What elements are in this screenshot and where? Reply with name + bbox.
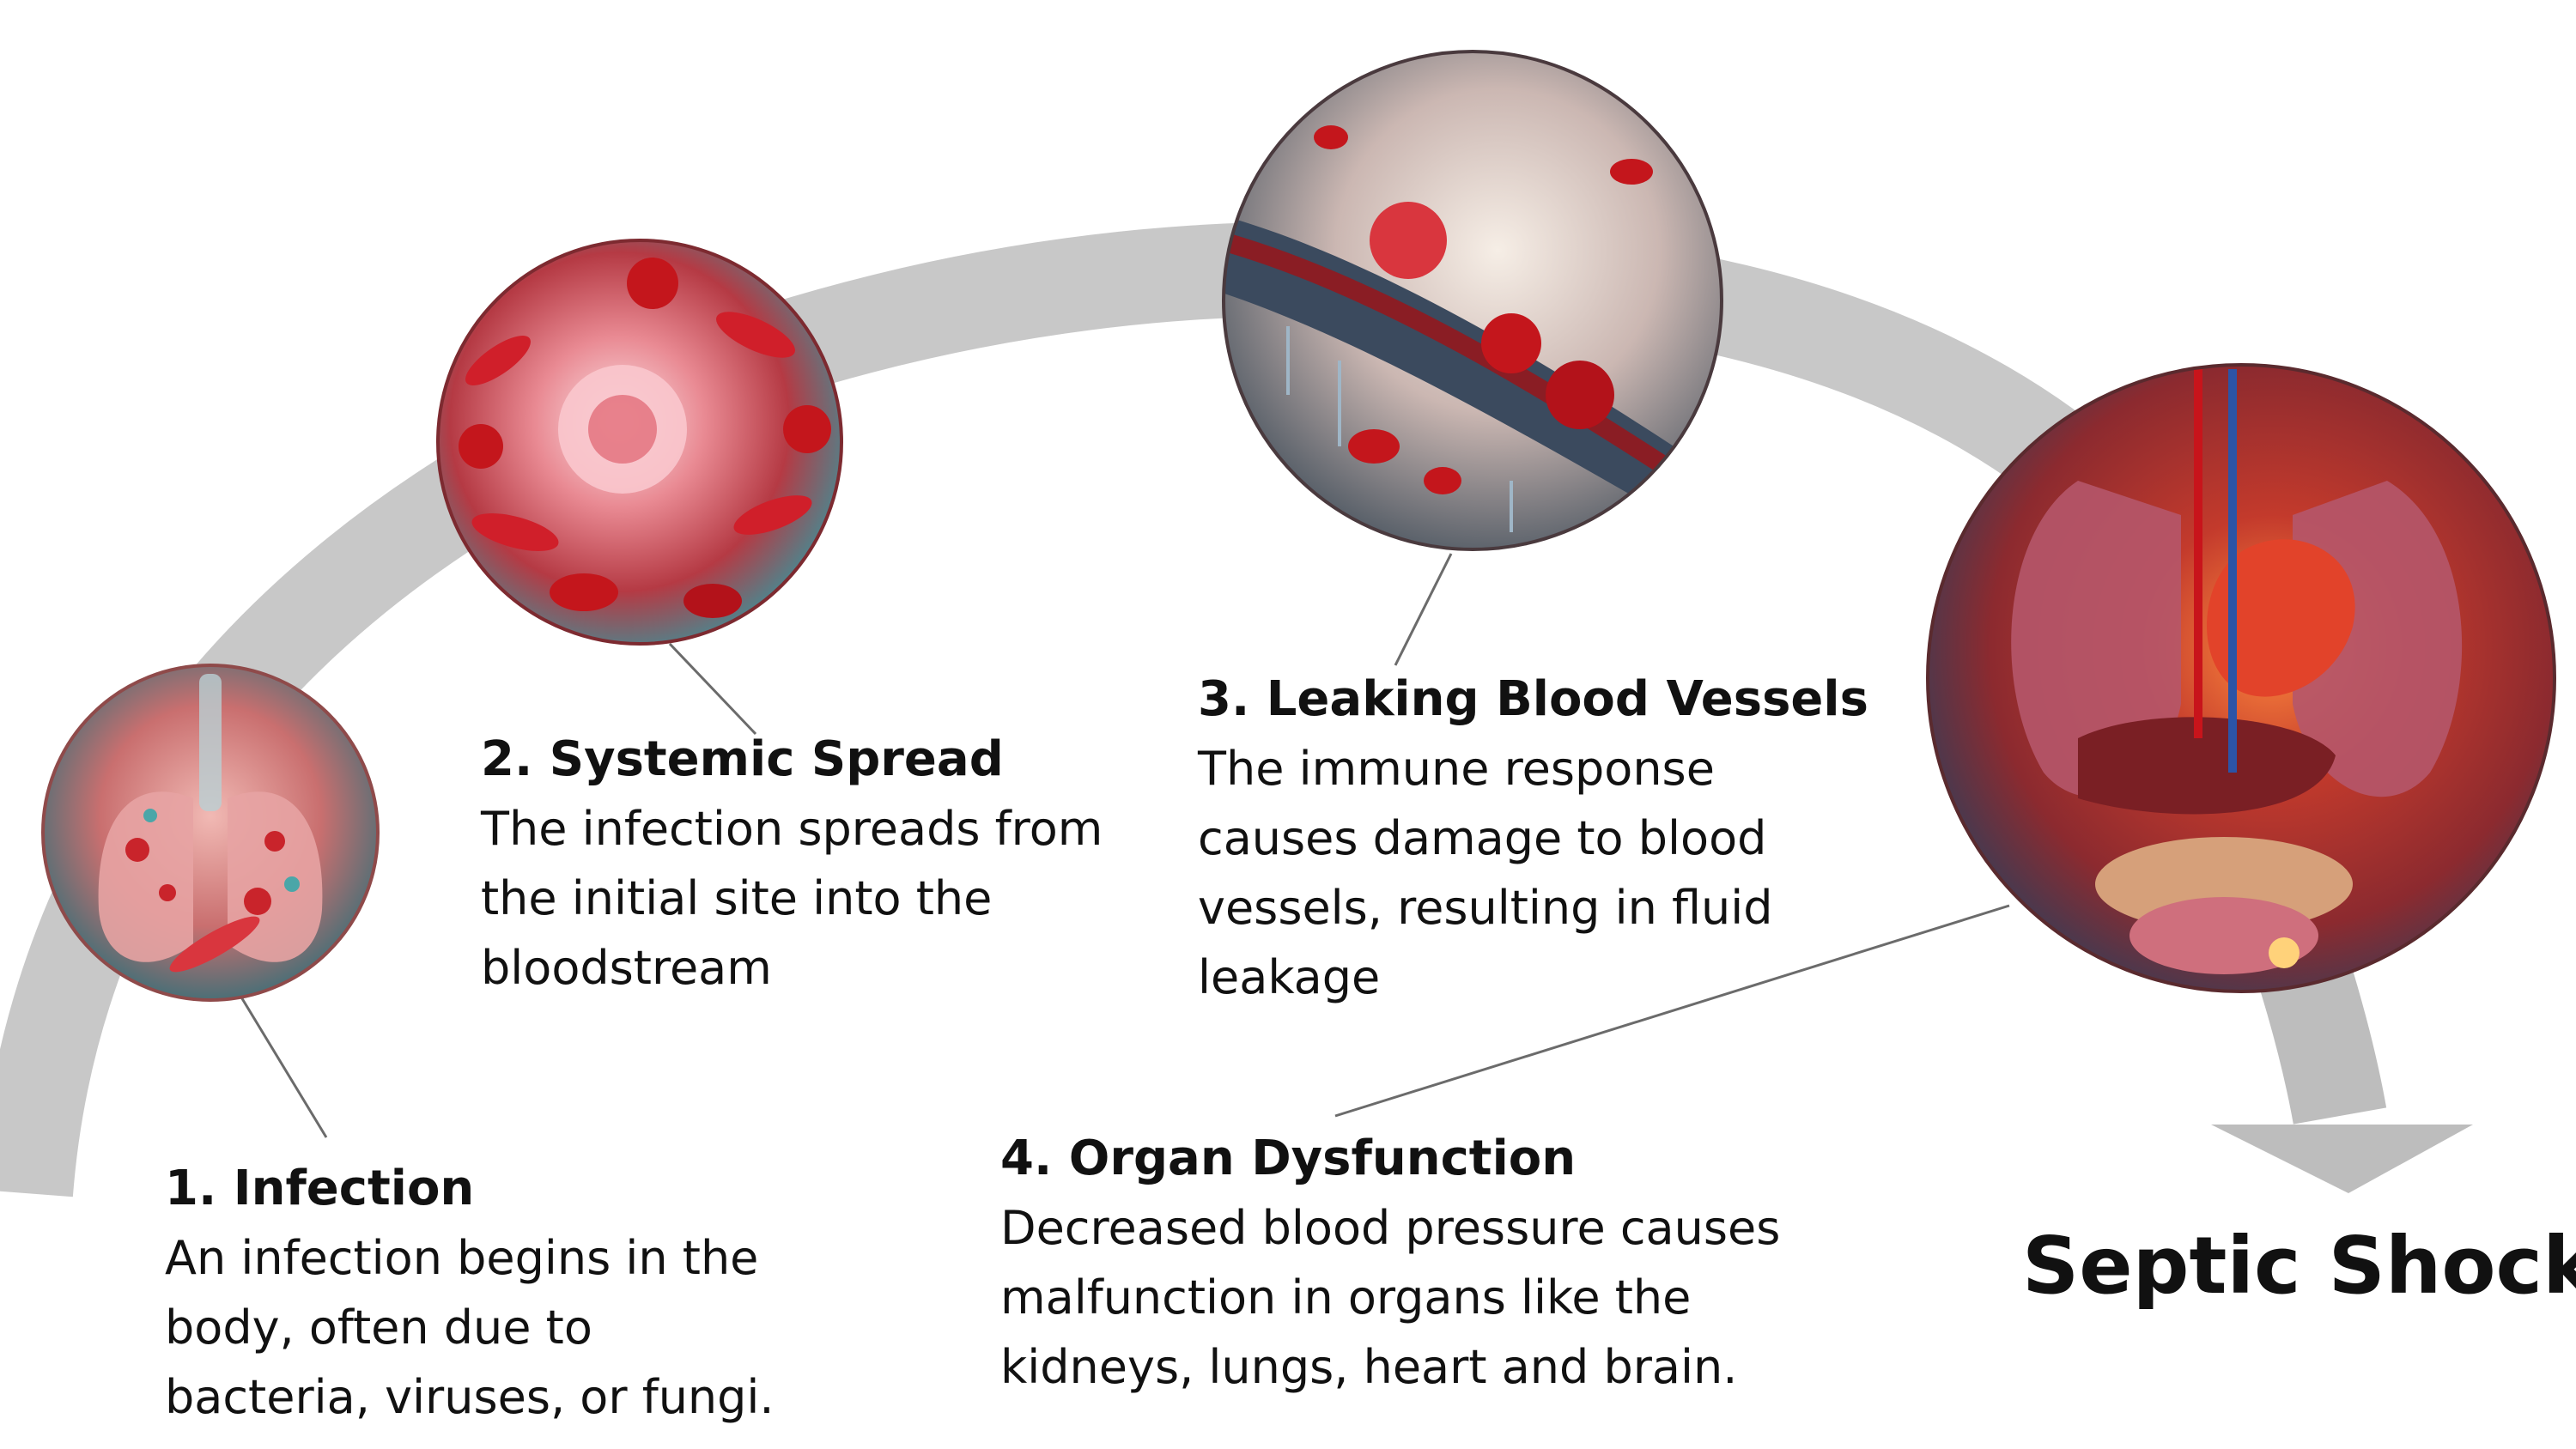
step-description: Decreased blood pressure causes malfunct… (1000, 1201, 1781, 1394)
step-description: The infection spreads from the initial s… (481, 802, 1103, 995)
septic-shock-label: Septic Shock (2022, 1220, 2576, 1312)
step-3-leaking-blood-vessels: 3. Leaking Blood Vessels The immune resp… (1198, 665, 1885, 1012)
connector-line-2 (668, 642, 757, 736)
step-title: 3. Leaking Blood Vessels (1198, 671, 1868, 727)
connector-line-3 (1394, 553, 1453, 666)
step-1-infection: 1. Infection An infection begins in the … (165, 1155, 869, 1432)
step-description: The immune response causes damage to blo… (1198, 742, 1773, 1004)
step-2-systemic-spread: 2. Systemic Spread The infection spreads… (481, 725, 1194, 1003)
step-title: 4. Organ Dysfunction (1000, 1131, 1577, 1186)
connector-line-1 (239, 995, 328, 1138)
arrow-head (2211, 1125, 2473, 1193)
connector-line-4 (1334, 904, 2010, 1118)
damaged-blood-vessel-illustration (1222, 50, 1723, 551)
infected-lungs-illustration (41, 664, 380, 1002)
step-description: An infection begins in the body, often d… (165, 1231, 775, 1424)
blood-cells-and-bacteria-illustration (436, 239, 843, 646)
step-title: 2. Systemic Spread (481, 731, 1004, 787)
step-title: 1. Infection (165, 1161, 475, 1216)
step-4-organ-dysfunction: 4. Organ Dysfunction Decreased blood pre… (1000, 1125, 1859, 1402)
human-organs-illustration (1926, 363, 2556, 993)
